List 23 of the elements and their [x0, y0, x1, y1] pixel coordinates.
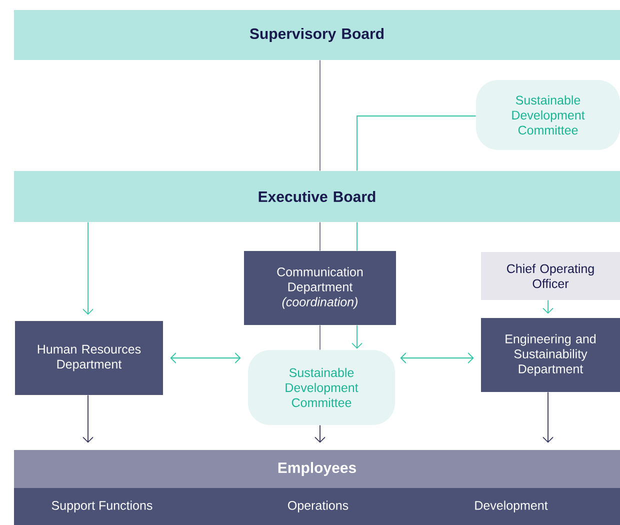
department-box: Human Resources Department — [15, 321, 163, 395]
arrow — [82, 222, 94, 315]
arrow — [314, 424, 326, 443]
board-box: Supervisory Board — [14, 10, 620, 60]
group-band — [14, 488, 620, 525]
arrow — [542, 392, 554, 443]
arrow — [170, 352, 241, 364]
arrow — [400, 352, 474, 364]
arrow — [352, 324, 362, 349]
department-box: Communication Department (coordination) — [244, 251, 396, 325]
department-box: Engineering and Sustainability Department — [481, 318, 620, 392]
committee-box: Sustainable Development Committee — [476, 80, 620, 150]
board-box: Executive Board — [14, 171, 620, 222]
connector-line — [356, 222, 358, 252]
arrow — [542, 300, 554, 314]
band-label: Operations — [288, 500, 348, 512]
band-label: Support Functions — [52, 500, 152, 512]
arrow — [82, 394, 94, 443]
officer-box: Chief Operating Officer — [481, 252, 620, 300]
band-label: Development — [475, 500, 548, 512]
connector-line — [356, 116, 476, 172]
employees-band: Employees — [14, 450, 620, 488]
committee-box: Sustainable Development Committee — [248, 350, 395, 425]
